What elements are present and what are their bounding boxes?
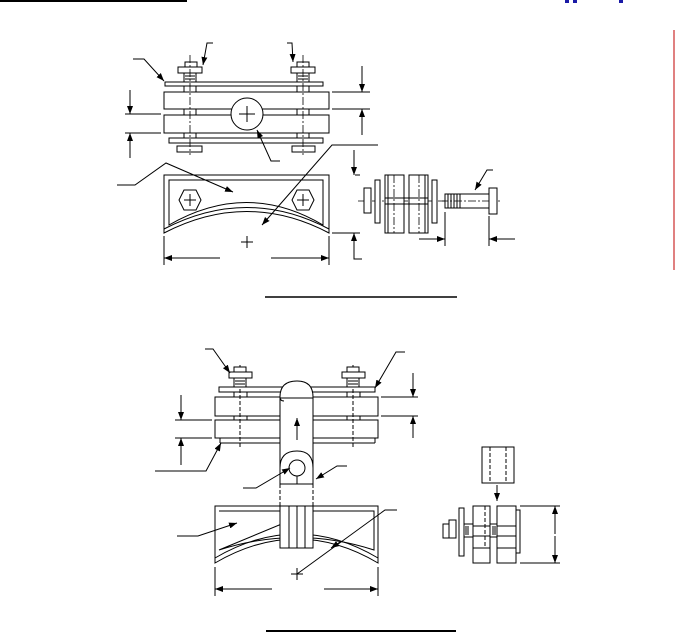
figure-1-clamp-front-view (117, 42, 378, 265)
saddle (163, 174, 330, 234)
top-nut-right (341, 366, 366, 388)
top-nut-left (228, 366, 253, 388)
nav-marks[interactable] (565, 0, 623, 3)
figure-2-side-view (442, 446, 560, 564)
figure-1-side-view (358, 169, 515, 246)
figure-2-clamp-front-view (155, 348, 418, 596)
saddle (214, 505, 379, 564)
